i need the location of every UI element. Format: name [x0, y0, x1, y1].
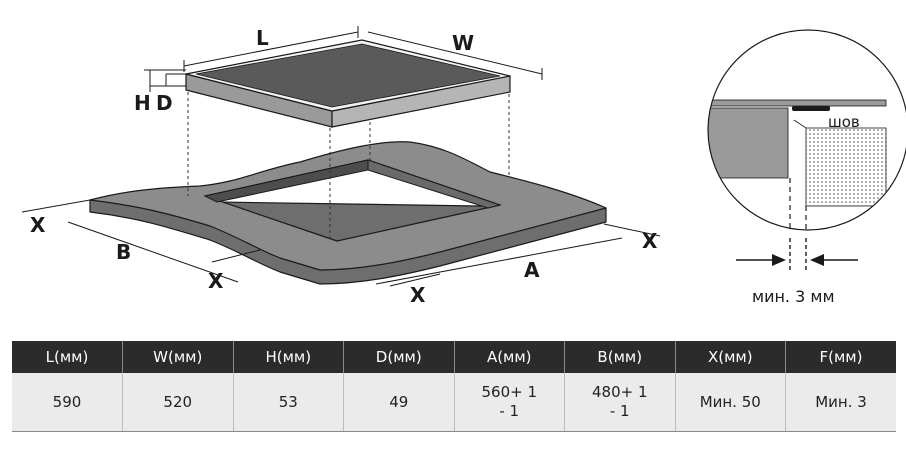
dimension-x-lines	[21, 199, 661, 287]
cell-w: 520	[122, 373, 234, 432]
cell-a: 560+ 1 - 1	[454, 373, 565, 432]
label-x-bottom: X	[410, 283, 426, 307]
cell-h: 53	[233, 373, 344, 432]
cell-b: 480+ 1 - 1	[564, 373, 676, 432]
dimensions-table: L(мм) W(мм) H(мм) D(мм) A(мм) B(мм) X(мм…	[12, 341, 896, 432]
label-gap: мин. 3 мм	[752, 287, 835, 306]
label-x-right: X	[642, 229, 658, 253]
header-d: D(мм)	[343, 341, 455, 373]
cell-d: 49	[343, 373, 455, 432]
installation-diagram: L W H D B A X X X X	[21, 26, 906, 307]
cell-x: Мин. 50	[675, 373, 786, 432]
countertop	[89, 141, 607, 285]
table-header-row: L(мм) W(мм) H(мм) D(мм) A(мм) B(мм) X(мм…	[12, 341, 896, 373]
header-a: A(мм)	[454, 341, 565, 373]
hob	[185, 39, 511, 128]
header-f: F(мм)	[785, 341, 896, 373]
header-x: X(мм)	[675, 341, 786, 373]
label-d: D	[156, 91, 173, 115]
dimension-w	[367, 31, 543, 80]
label-x-bottom-left: X	[208, 269, 224, 293]
projection-lines	[187, 92, 510, 240]
label-a: A	[524, 258, 540, 282]
dimension-hd	[144, 69, 186, 92]
label-x-left: X	[30, 213, 46, 237]
dimension-b	[67, 221, 239, 283]
label-w: W	[452, 31, 474, 55]
header-l: L(мм)	[12, 341, 123, 373]
header-w: W(мм)	[122, 341, 234, 373]
label-l: L	[256, 26, 269, 50]
header-b: B(мм)	[564, 341, 676, 373]
table-row: 590 520 53 49 560+ 1 - 1 480+ 1 - 1 Мин.…	[12, 373, 896, 432]
dimension-a	[375, 237, 623, 285]
gap-arrows	[736, 238, 858, 272]
cell-f: Мин. 3	[785, 373, 896, 432]
label-b: B	[116, 240, 131, 264]
detail-view	[707, 29, 906, 231]
label-h: H	[134, 91, 151, 115]
label-seam: шов	[828, 113, 860, 131]
cell-l: 590	[12, 373, 123, 432]
header-h: H(мм)	[233, 341, 344, 373]
